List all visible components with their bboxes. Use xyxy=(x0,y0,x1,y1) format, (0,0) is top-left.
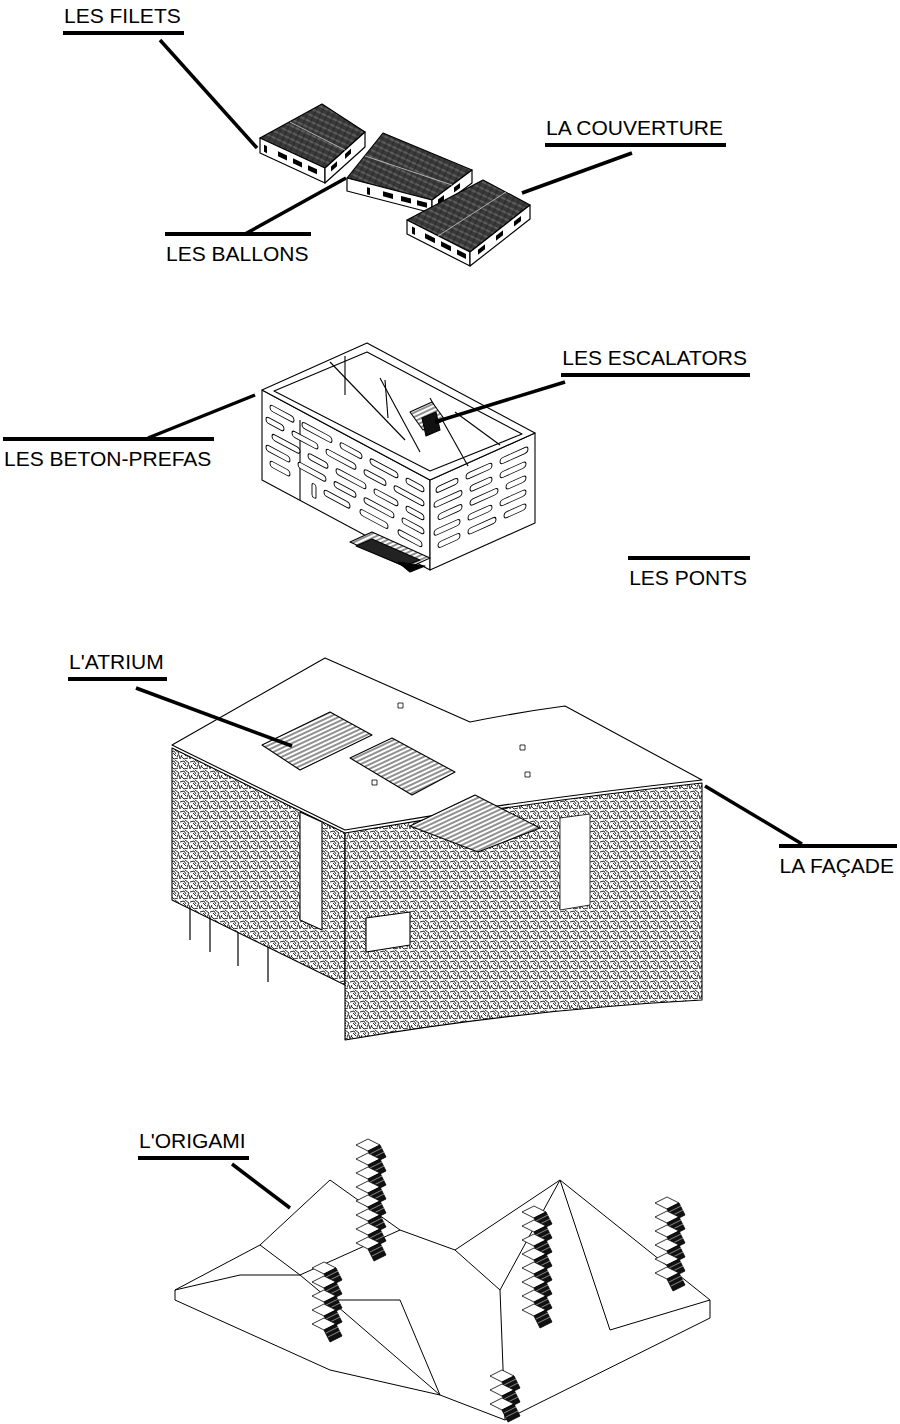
part-label: LES FILETS xyxy=(63,4,184,35)
part-label: LA FAÇADE xyxy=(779,844,897,878)
leader-lines xyxy=(136,40,802,1208)
stair-towers xyxy=(312,1139,685,1422)
part-label: L'ORIGAMI xyxy=(138,1129,249,1160)
atrium-building xyxy=(172,658,702,1040)
roof-trays xyxy=(260,104,530,266)
part-label: LES BETON-PREFAS xyxy=(3,437,214,471)
origami-ground xyxy=(175,1180,710,1420)
part-label: LES BALLONS xyxy=(165,232,311,266)
part-label: LA COUVERTURE xyxy=(545,116,726,147)
part-label: L'ATRIUM xyxy=(68,650,167,681)
part-label: LES ESCALATORS xyxy=(561,346,750,377)
precast-block xyxy=(262,343,535,572)
part-label: LES PONTS xyxy=(628,556,750,590)
